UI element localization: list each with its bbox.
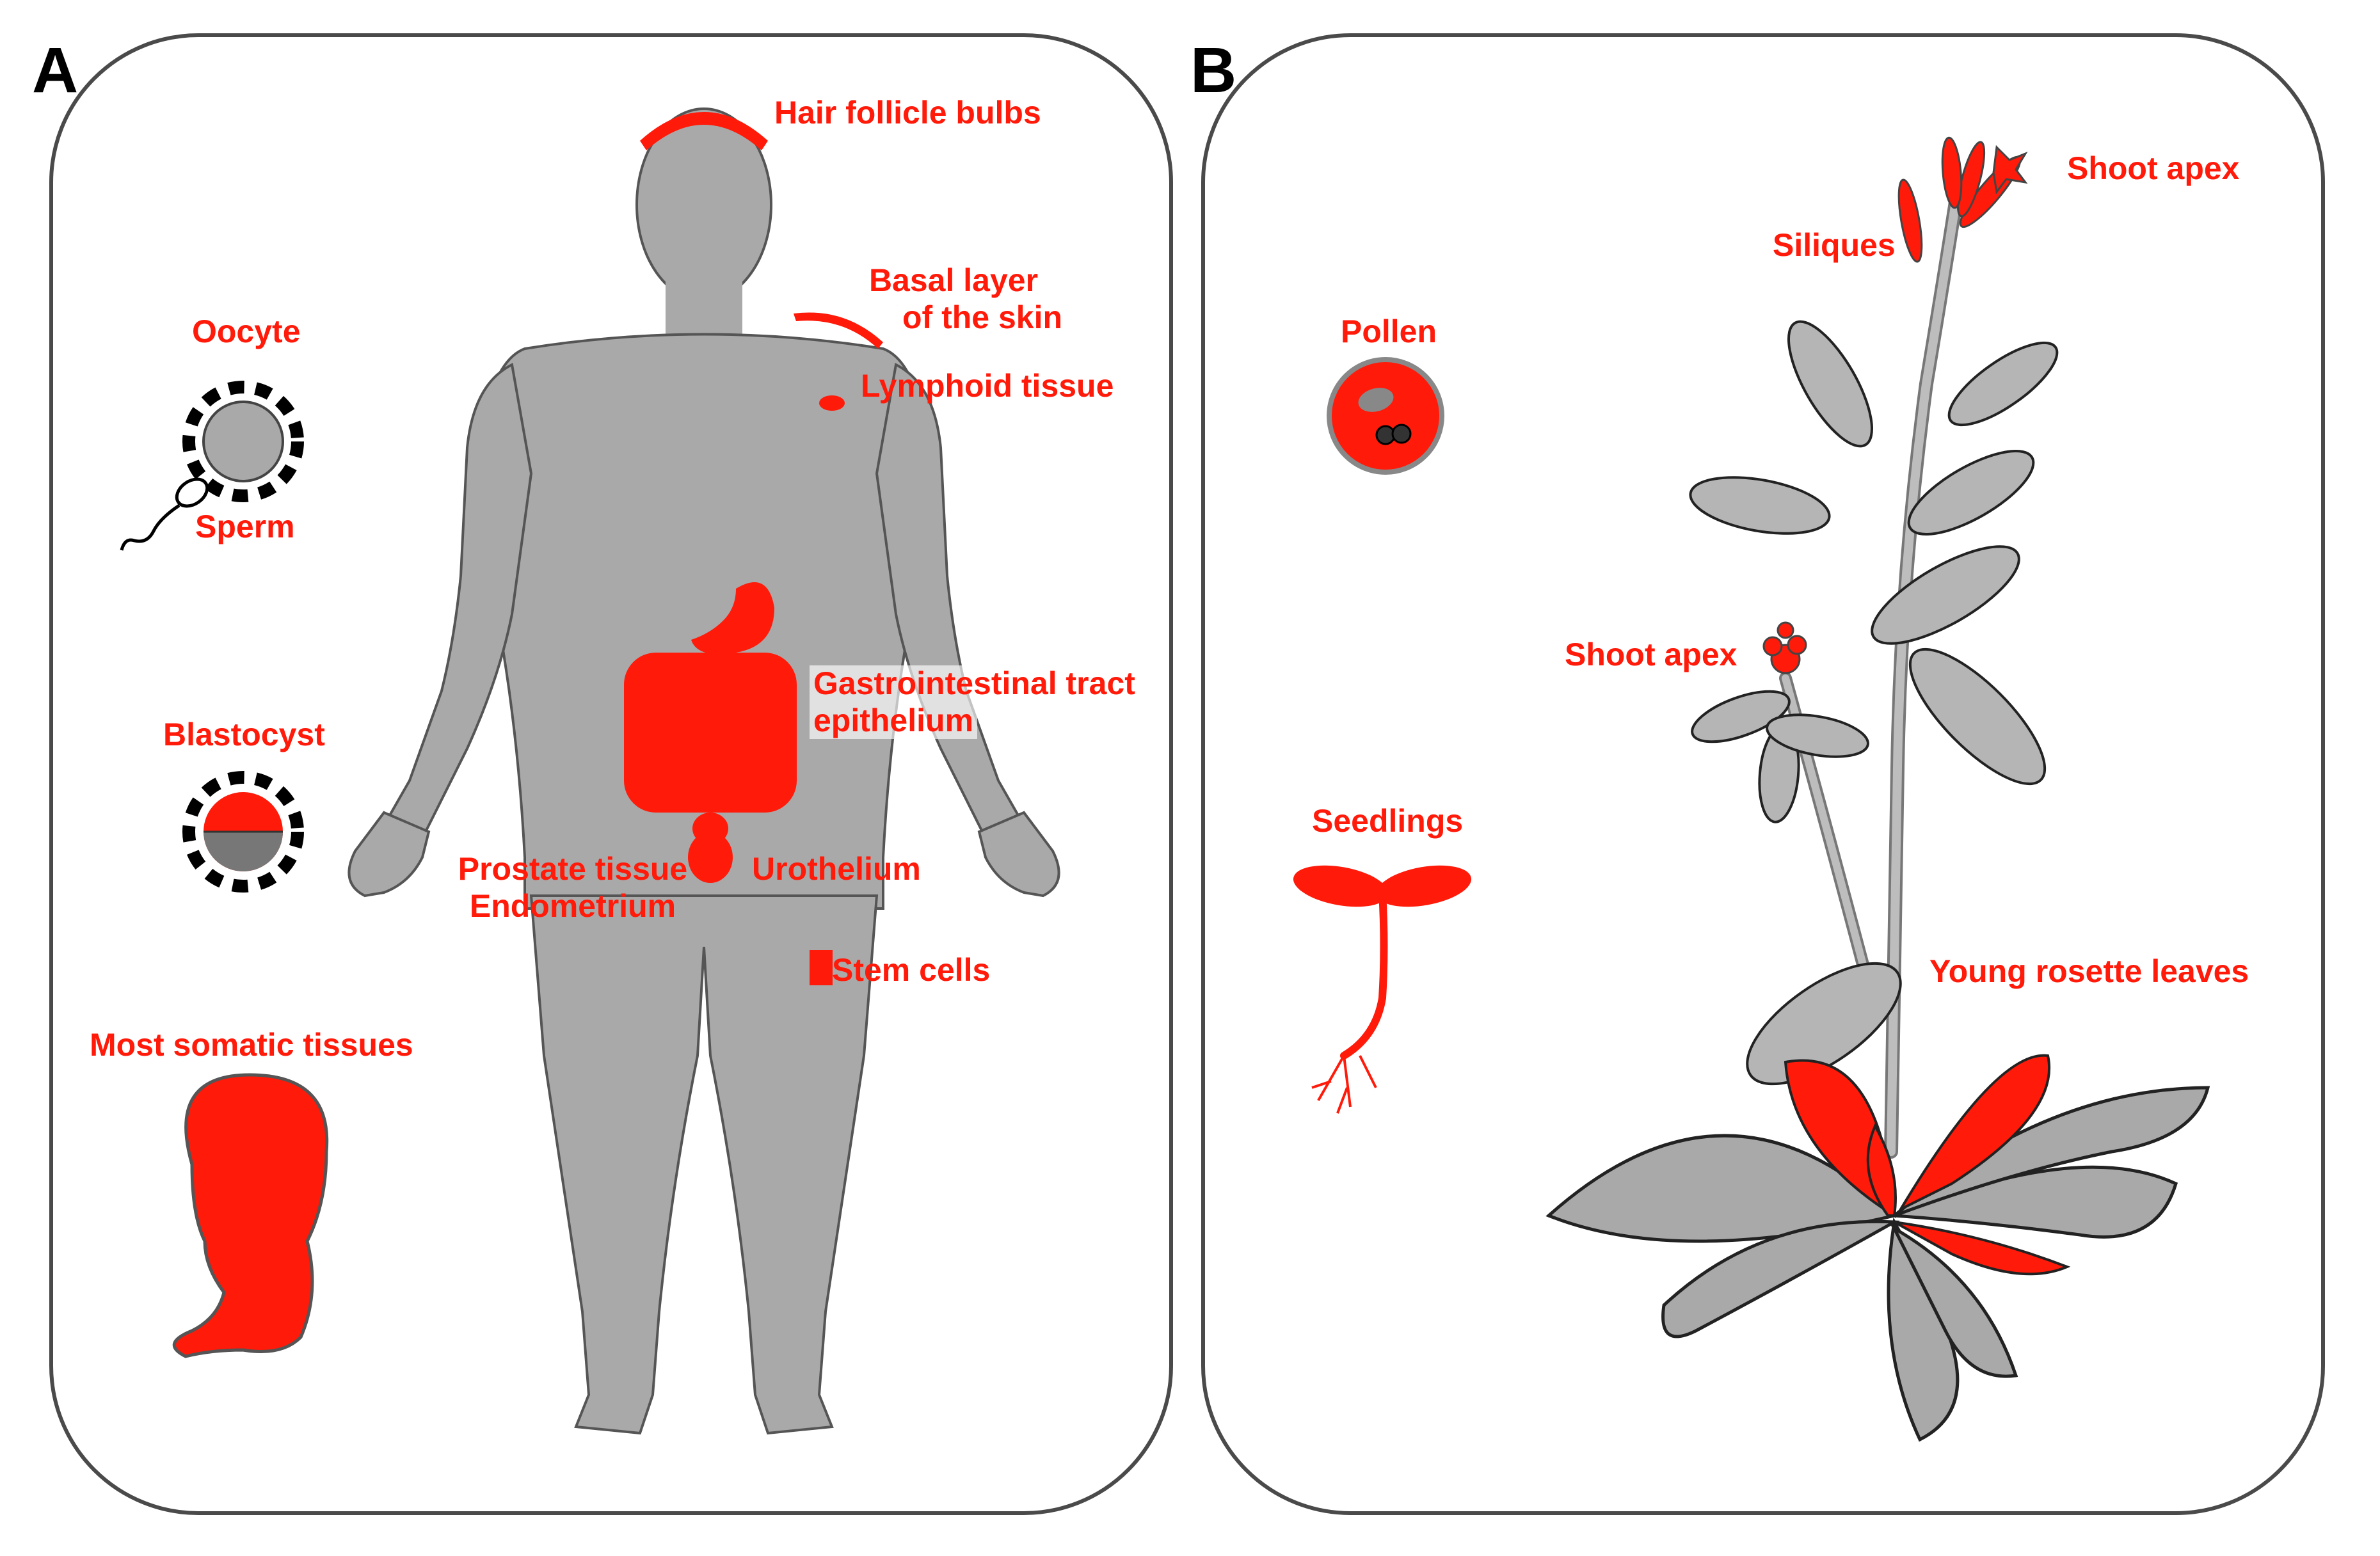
oocyte-drawing [182,381,304,502]
sperm-drawing [120,477,209,551]
label-basal-layer: Basal layer of the skin [845,262,1062,336]
label-gi-line1: Gastrointestinal tract [810,665,1139,703]
prostate-marker [688,832,733,883]
label-lymphoid-tissue: Lymphoid tissue [861,368,1114,404]
human-body-figure [347,107,1060,1435]
label-oocyte: Oocyte [192,314,301,349]
label-most-somatic-tissues: Most somatic tissues [90,1027,413,1063]
stem-cell-marker [810,950,833,985]
label-prostate: Prostate tissue [458,851,688,887]
panel-a-letter: A [32,35,79,106]
rosette-gray-leaves [1545,1086,2210,1442]
seedling-drawing [1293,865,1472,1114]
urothelium-marker [692,813,728,845]
label-young-rosette-leaves: Young rosette leaves [1929,953,2249,989]
label-gi-tract: Gastrointestinal tract epithelium [810,665,1139,739]
mid-shoot-apex [1762,621,1807,674]
label-blastocyst: Blastocyst [163,717,325,752]
stomach-marker [691,582,774,655]
body-highlights [624,112,883,985]
intestine-marker [624,653,797,813]
fetus-drawing [172,1073,329,1358]
label-sperm: Sperm [195,509,295,544]
label-pollen: Pollen [1341,314,1437,349]
label-urothelium: Urothelium [752,851,921,887]
label-gi-line2: epithelium [810,702,978,739]
label-shoot-apex-mid: Shoot apex [1565,637,1737,672]
basal-skin-marker [794,312,883,349]
pollen-drawing [1327,357,1444,475]
hair-follicle-marker [640,112,768,150]
blastocyst-drawing [182,771,304,893]
panel-b-letter: B [1190,35,1237,106]
label-seedlings: Seedlings [1312,803,1464,839]
rosette-red-leaves [1784,1054,2071,1276]
label-basal-line2: of the skin [902,299,1063,335]
label-stem-cells: Stem cells [832,952,991,988]
label-shoot-apex-top: Shoot apex [2067,150,2240,186]
cauline-leaves [1689,320,2059,1086]
top-inflorescence [1897,136,2028,263]
label-siliques: Siliques [1773,227,1896,263]
label-prostate-endometrium: Prostate tissue Endometrium [458,851,688,925]
label-basal-line1: Basal layer [868,262,1039,298]
label-endometrium: Endometrium [469,887,676,924]
lymphoid-marker [819,395,845,411]
label-hair-follicle-bulbs: Hair follicle bulbs [774,95,1041,131]
